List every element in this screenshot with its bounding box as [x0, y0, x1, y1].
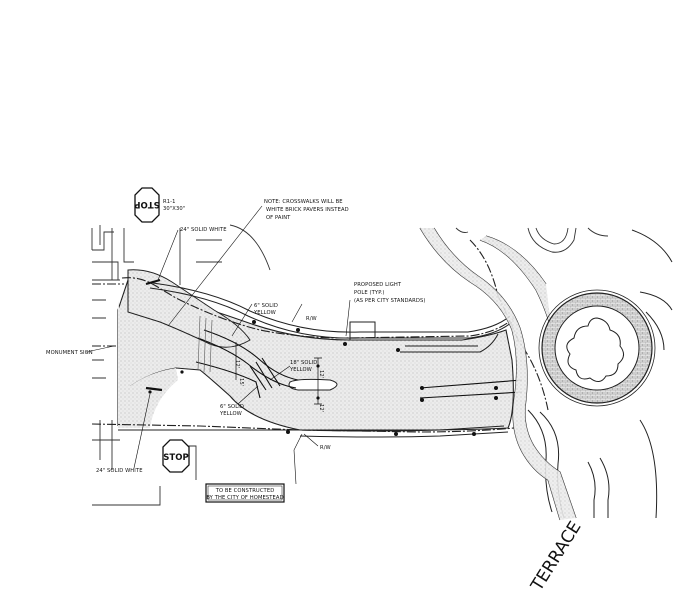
street-name-label: TERRACE	[527, 518, 586, 596]
rw-top-label: R/W	[306, 316, 317, 322]
stop-bars	[145, 278, 163, 392]
light-pole-note-line3: (AS PER CITY STANDARDS)	[354, 298, 425, 304]
monument-sign-label: MONUMENT SIGN	[46, 350, 93, 356]
light-pole-note-line1: PROPOSED LIGHT	[354, 282, 402, 288]
crosswalk-note-line2: WHITE BRICK PAVERS INSTEAD	[266, 207, 349, 213]
dim-c-label: 12'	[318, 370, 324, 378]
dim-d-label: 12'	[318, 404, 324, 412]
callout-line1: TO BE CONSTRUCTED	[215, 488, 275, 494]
yellow-mid-line2: YELLOW	[289, 367, 312, 373]
dimension-lines	[235, 342, 322, 405]
stop-sign-bottom: STOP	[162, 439, 190, 473]
roundabout-center-flower	[566, 317, 624, 382]
crosswalk-note-line3: OF PAINT	[266, 215, 291, 221]
landscape-islands-top	[455, 227, 609, 253]
stop-sign-bottom-text: STOP	[163, 453, 188, 463]
stop-sign-top: STOP	[134, 187, 160, 223]
crosswalk-note-line1: NOTE: CROSSWALKS WILL BE	[264, 199, 343, 205]
sign-size-line1: R1-1	[163, 199, 175, 205]
callout-line2: BY THE CITY OF HOMESTEAD	[206, 495, 283, 501]
sign-size-line2: 30"X30"	[163, 206, 185, 212]
callout-box: TO BE CONSTRUCTED BY THE CITY OF HOMESTE…	[205, 483, 285, 503]
yellow-bottom-line1: 6" SOLID	[220, 404, 244, 410]
median-island	[288, 378, 338, 391]
crosswalk-hatch	[197, 315, 213, 373]
curved-sidewalk-strip	[420, 228, 576, 520]
yellow-top-line1: 6" SOLID	[254, 303, 278, 309]
leader-lines	[85, 205, 351, 485]
stop-sign-top-text: STOP	[134, 199, 159, 209]
roundabout	[538, 289, 656, 407]
solid-white-bottom-label: 24" SOLID WHITE	[96, 468, 143, 474]
solid-white-top-label: 24" SOLID WHITE	[180, 227, 227, 233]
dim-a-label: 12'	[234, 360, 240, 368]
yellow-top-line2: YELLOW	[253, 310, 276, 316]
light-poles	[148, 320, 498, 436]
light-pole-note-line2: POLE (TYP.)	[354, 290, 384, 296]
yellow-mid-line1: 18" SOLID	[290, 360, 317, 366]
road-pavement-mouth	[118, 300, 178, 428]
yellow-bottom-line2: YELLOW	[219, 411, 242, 417]
rw-bottom-label: R/W	[320, 445, 331, 451]
right-of-way-lines	[91, 239, 549, 433]
dim-b-label: 15'	[238, 378, 244, 386]
lane-markings	[195, 329, 523, 399]
upper-curved-strip	[480, 236, 552, 334]
